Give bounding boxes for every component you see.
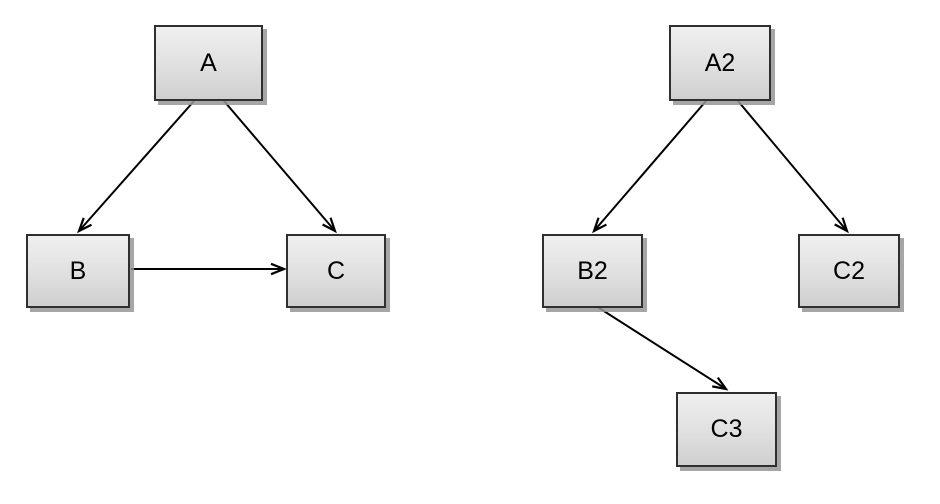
- node-label: A: [200, 48, 217, 77]
- edge-a-to-c[interactable]: [223, 100, 337, 234]
- node-b[interactable]: B: [26, 234, 130, 308]
- arrowhead-icon: [592, 217, 607, 234]
- arrowhead-icon: [712, 376, 729, 391]
- node-label: B2: [577, 256, 608, 285]
- node-c3[interactable]: C3: [676, 392, 777, 467]
- node-label: A2: [704, 48, 736, 77]
- edge-line: [595, 305, 727, 390]
- edge-line: [593, 100, 707, 232]
- node-label: C: [326, 256, 346, 285]
- node-a[interactable]: A: [154, 25, 263, 101]
- edge-a2-to-c2[interactable]: [737, 100, 849, 234]
- node-a2[interactable]: A2: [669, 25, 771, 101]
- node-label: C3: [710, 415, 743, 443]
- arrowhead-icon: [834, 217, 849, 234]
- edge-line: [737, 100, 848, 232]
- arrowhead-icon: [77, 217, 93, 234]
- edge-b2-to-c3[interactable]: [595, 305, 729, 391]
- edge-a-to-b[interactable]: [77, 100, 195, 234]
- edge-b-to-c[interactable]: [131, 262, 287, 276]
- edge-a2-to-b2[interactable]: [592, 100, 707, 234]
- arrowhead-icon: [322, 217, 337, 234]
- arrowhead-icon: [270, 262, 287, 276]
- edge-line: [78, 100, 195, 232]
- edge-line: [223, 100, 336, 232]
- node-c[interactable]: C: [286, 234, 386, 308]
- node-label: C2: [833, 256, 865, 285]
- node-b2[interactable]: B2: [542, 234, 643, 308]
- node-c2[interactable]: C2: [798, 234, 900, 308]
- node-label: B: [69, 256, 87, 285]
